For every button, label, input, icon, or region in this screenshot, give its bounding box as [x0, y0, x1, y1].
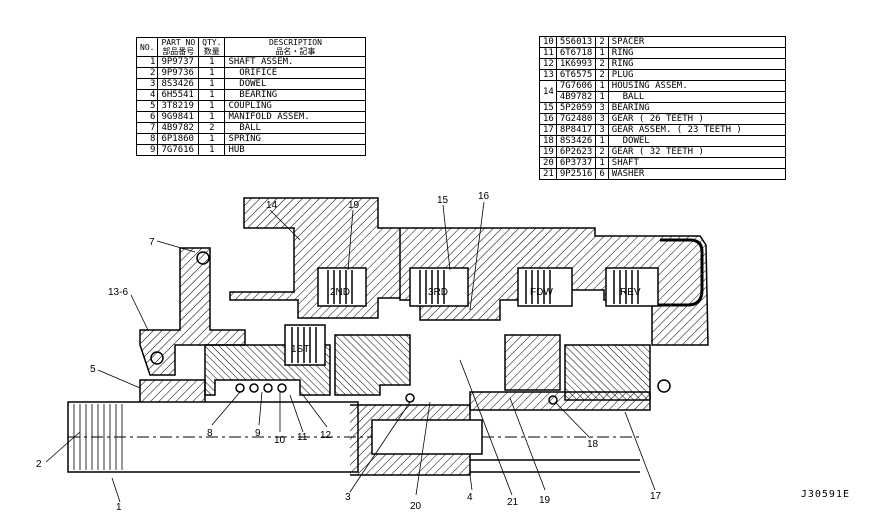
callout-21: 21 — [507, 497, 519, 508]
clutch-pack-1st — [284, 324, 326, 366]
bearing-ball — [405, 393, 415, 403]
row-qty: 1 — [595, 135, 609, 147]
callout-11: 11 — [297, 432, 308, 443]
row-description: WASHER — [607, 168, 786, 180]
callout-19-bottom: 19 — [539, 495, 551, 506]
callout-12: 12 — [320, 430, 332, 441]
clutch-pack-fdw — [517, 267, 573, 307]
callout-19-top: 19 — [348, 200, 360, 211]
row-qty: 1 — [198, 111, 226, 123]
callout-17: 17 — [650, 491, 662, 502]
row-no: 21 — [539, 168, 557, 180]
clutch-label-3rd: 3RD — [428, 287, 448, 298]
callout-9: 9 — [255, 428, 261, 439]
row-qty: 1 — [198, 144, 226, 156]
row-no: 4 — [135, 89, 159, 101]
callout-4: 4 — [467, 492, 473, 503]
bearing-ball — [263, 383, 273, 393]
bearing-ball — [196, 251, 210, 265]
clutch-pack-2nd — [317, 267, 367, 307]
callout-18: 18 — [587, 439, 599, 450]
callout-2: 2 — [36, 459, 42, 470]
bearing-ball — [235, 383, 245, 393]
bearing-ball — [657, 379, 671, 393]
callout-8: 8 — [207, 428, 213, 439]
callout-7: 7 — [149, 237, 155, 248]
callout-5: 5 — [90, 364, 96, 375]
row-qty: 6 — [595, 168, 609, 180]
clutch-label-rev: REV — [620, 287, 641, 298]
row-qty: 2 — [198, 122, 226, 134]
row-no: 10 — [539, 36, 557, 48]
gear-cluster — [504, 334, 561, 391]
callout-13-6: 13-6 — [108, 287, 128, 298]
row-description: HUB — [224, 144, 367, 156]
lower-housing — [469, 391, 651, 411]
clutch-pack-rev — [605, 267, 659, 307]
coupling-flange — [139, 247, 246, 376]
callout-15: 15 — [437, 195, 449, 206]
bearing-ball — [150, 351, 164, 365]
bore — [371, 419, 483, 455]
bearing-ball — [548, 395, 558, 405]
callout-14: 14 — [266, 200, 278, 211]
bearing-ball — [249, 383, 259, 393]
clutch-pack-3rd — [409, 267, 469, 307]
figure-id: J30591E — [800, 489, 850, 500]
clutch-label-fdw: FDW — [530, 287, 553, 298]
row-no: 9 — [135, 144, 159, 156]
hub-section — [334, 334, 411, 396]
bearing-ball — [277, 383, 287, 393]
callout-16: 16 — [478, 191, 490, 202]
callout-20: 20 — [410, 501, 422, 512]
callout-1: 1 — [116, 502, 122, 513]
callout-3: 3 — [345, 492, 351, 503]
clutch-label-2nd: 2ND — [330, 287, 350, 298]
clutch-label-1st: 1ST — [291, 344, 309, 355]
hydraulic-line — [655, 238, 704, 307]
callout-10: 10 — [274, 435, 286, 446]
row-no: 1 — [135, 56, 159, 68]
